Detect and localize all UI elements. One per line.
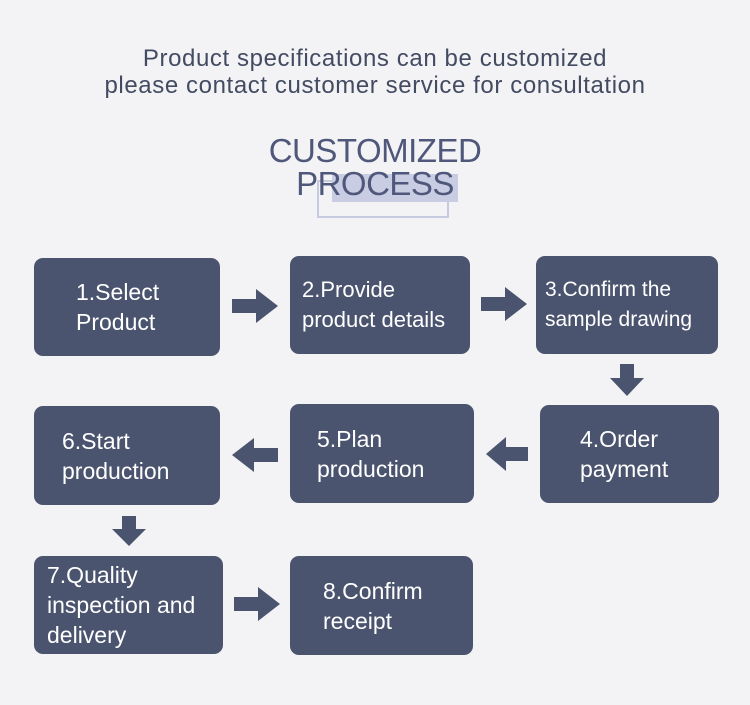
title-line-1: CUSTOMIZED — [268, 132, 482, 169]
step-2-line-1: 2.Provide — [302, 277, 395, 302]
step-4-line-2: payment — [580, 456, 669, 482]
step-5-line-1: 5.Plan — [317, 425, 383, 452]
intro-line-1: Product specifications can be customized — [142, 45, 608, 72]
process-title: CUSTOMIZED PROCESS — [250, 130, 500, 220]
step-4-line-1: 4.Order — [580, 426, 658, 452]
arrow-down-icon — [610, 364, 644, 396]
step-7-box: 7.Quality inspection and delivery — [34, 556, 223, 654]
arrow-left-icon — [486, 437, 528, 471]
step-8-box: 8.Confirm receipt — [290, 556, 473, 655]
arrow-down-icon — [112, 516, 146, 546]
arrow-right-icon — [234, 587, 280, 621]
arrow-left-icon — [232, 438, 278, 472]
step-2-box: 2.Provide product details — [290, 256, 470, 354]
step-1-line-1: 1.Select — [76, 279, 160, 305]
step-6-box: 6.Start production — [34, 406, 220, 505]
title-highlight-decoration — [332, 174, 458, 202]
step-1-line-2: Product — [76, 309, 156, 335]
step-6-line-1: 6.Start — [62, 427, 130, 454]
step-5-box: 5.Plan production — [290, 404, 474, 503]
step-7-line-2: inspection and — [47, 592, 196, 618]
step-8-line-2: receipt — [323, 607, 393, 634]
step-3-line-1: 3.Confirm the — [545, 278, 672, 301]
step-7-line-1: 7.Quality — [47, 562, 138, 588]
step-2-line-2: product details — [302, 307, 446, 332]
step-5-line-2: production — [317, 455, 425, 482]
step-7-line-3: delivery — [47, 622, 127, 648]
step-6-line-2: production — [62, 457, 170, 484]
step-1-box: 1.Select Product — [34, 258, 220, 356]
step-3-line-2: sample drawing — [545, 308, 693, 331]
title-line-2: PROCESS — [296, 165, 454, 202]
arrow-right-icon — [232, 289, 278, 323]
step-4-box: 4.Order payment — [540, 405, 719, 503]
arrow-right-icon — [481, 287, 527, 321]
step-3-box: 3.Confirm the sample drawing — [536, 256, 718, 354]
intro-line-2: please contact customer service for cons… — [104, 72, 646, 99]
step-8-line-1: 8.Confirm — [323, 577, 423, 604]
